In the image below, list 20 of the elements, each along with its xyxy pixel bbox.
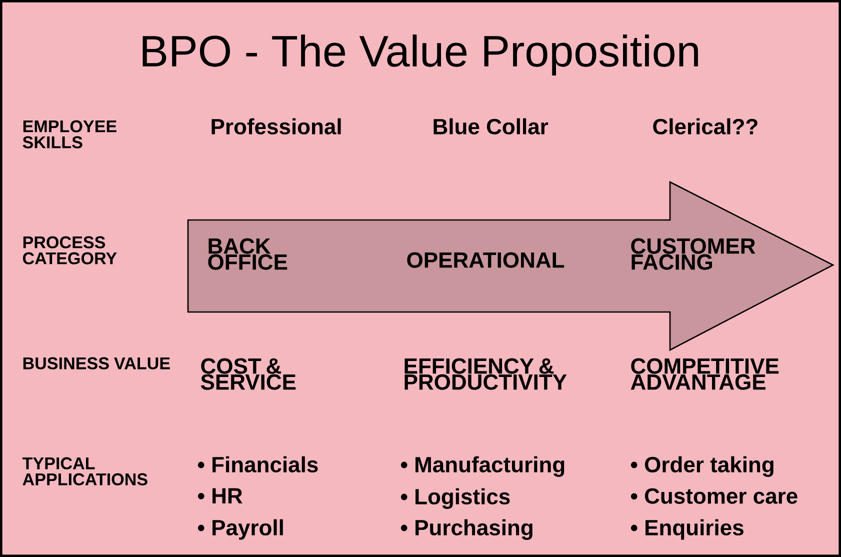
cell-text: • Manufacturing — [400, 456, 564, 477]
cell-text: • HR — [198, 488, 242, 504]
cell-text: • Payroll — [198, 519, 283, 540]
cell-text: • Order taking — [630, 456, 774, 477]
cell-text: Blue Collar — [434, 118, 548, 134]
cell-text: • Financials — [198, 456, 318, 472]
arrow-label: BACK OFFICE — [208, 238, 288, 270]
cell-text: • Purchasing — [400, 519, 532, 540]
row-heading: TYPICAL APPLICATIONS — [22, 457, 148, 486]
cell-text: Clerical?? — [653, 118, 758, 134]
cell-text: • Logistics — [400, 488, 510, 509]
arrow-label: OPERATIONAL — [407, 252, 564, 268]
cell-text: Professional — [212, 118, 341, 134]
arrow-label: CUSTOMER FACING — [631, 238, 756, 270]
cell-text: • Customer care — [630, 488, 798, 504]
cell-text: • Enquiries — [630, 519, 744, 540]
row-heading: EMPLOYEE SKILLS — [22, 120, 116, 148]
row-heading: PROCESS CATEGORY — [22, 236, 117, 264]
row-heading: BUSINESS VALUE — [23, 357, 170, 370]
title: BPO - The Value Proposition — [142, 34, 698, 76]
